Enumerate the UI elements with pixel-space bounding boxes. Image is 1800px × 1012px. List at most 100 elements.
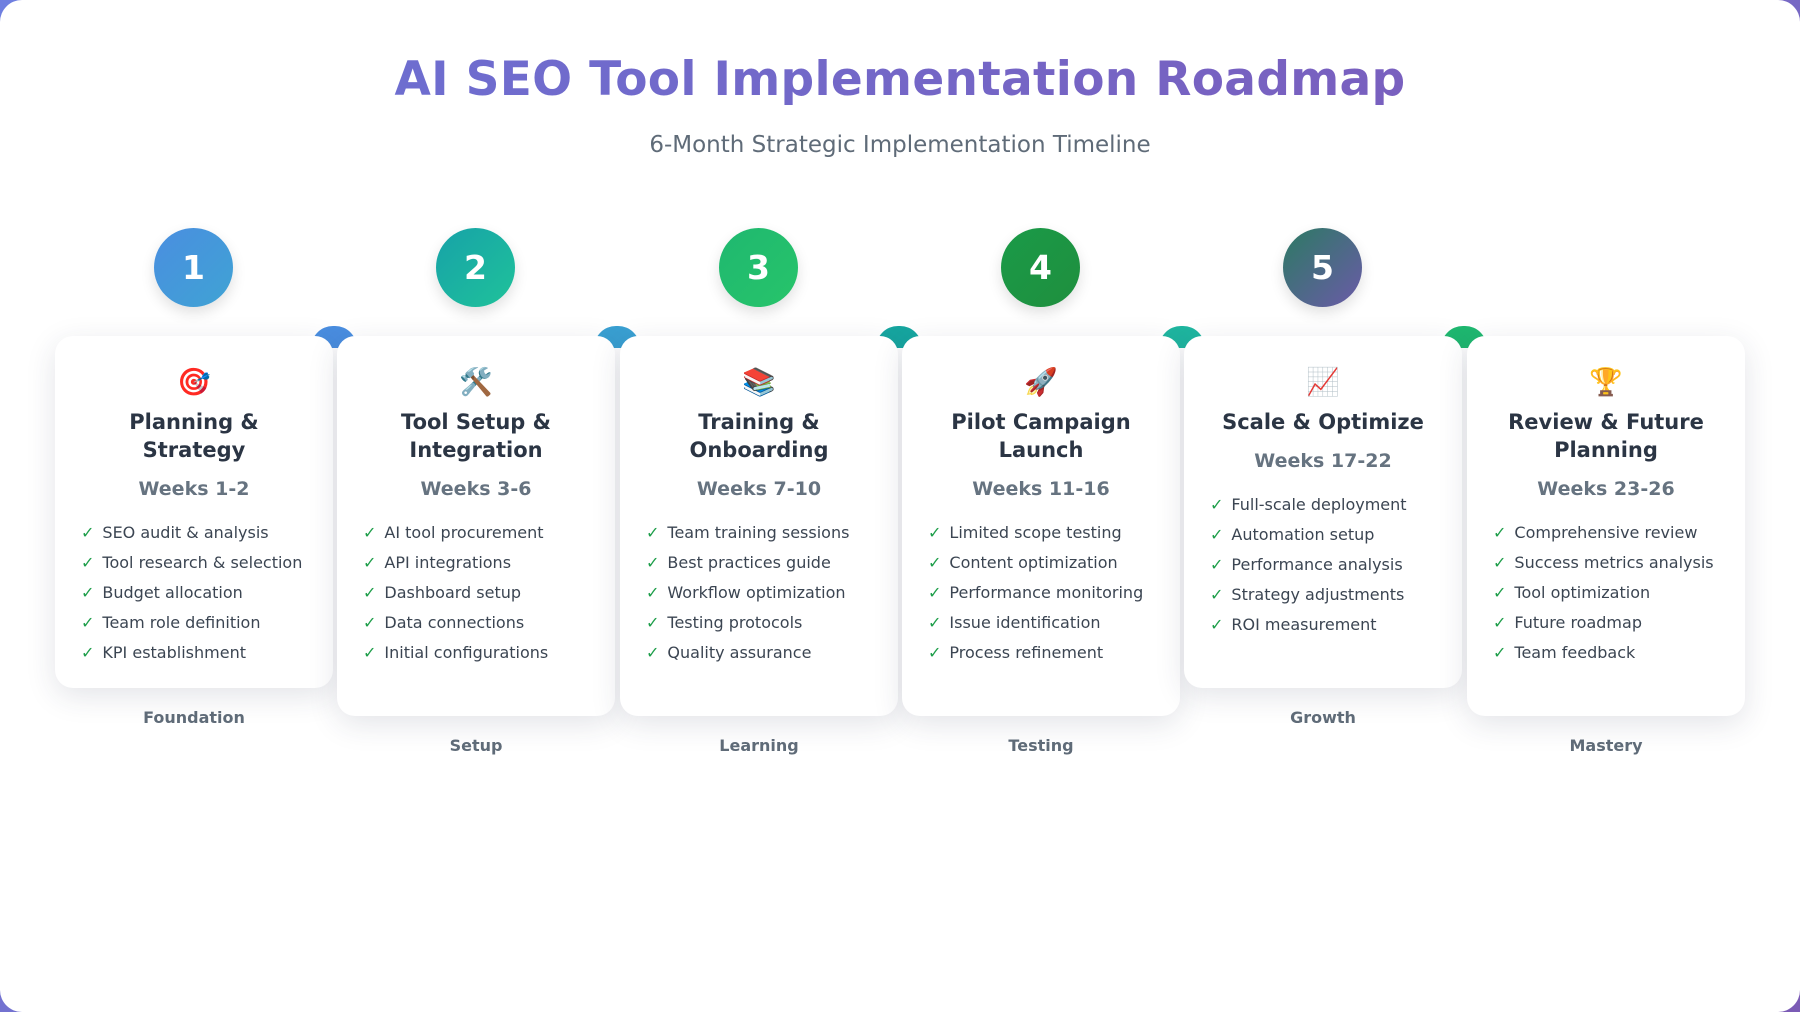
check-icon: ✓ xyxy=(81,643,95,662)
step-card-planning: 🎯 Planning & Strategy Weeks 1-2 ✓SEO aud… xyxy=(55,336,333,688)
step-title: Tool Setup & Integration xyxy=(401,410,551,462)
page-title: AI SEO Tool Implementation Roadmap xyxy=(0,52,1800,107)
step-weeks: Weeks 7-10 xyxy=(696,478,822,500)
check-icon: ✓ xyxy=(363,583,377,602)
task-item: ✓Dashboard setup xyxy=(363,583,522,602)
check-icon: ✓ xyxy=(1493,613,1507,632)
check-icon: ✓ xyxy=(928,643,942,662)
task-item: ✓Issue identification xyxy=(928,613,1101,632)
task-item: ✓SEO audit & analysis xyxy=(81,523,269,542)
milestone-circle: 5 xyxy=(1283,228,1362,307)
check-icon: ✓ xyxy=(1493,643,1507,662)
milestone-circle: 2 xyxy=(436,228,515,307)
task-item: ✓Team role definition xyxy=(81,613,261,632)
step-title: Scale & Optimize xyxy=(1222,410,1424,434)
check-icon: ✓ xyxy=(1493,583,1507,602)
phase-label: Learning xyxy=(719,736,799,755)
check-icon: ✓ xyxy=(363,643,377,662)
check-icon: ✓ xyxy=(928,613,942,632)
phase-label: Setup xyxy=(449,736,503,755)
task-item: ✓Strategy adjustments xyxy=(1210,585,1405,604)
check-icon: ✓ xyxy=(363,553,377,572)
check-icon: ✓ xyxy=(646,583,660,602)
task-item: ✓Content optimization xyxy=(928,553,1118,572)
check-icon: ✓ xyxy=(928,583,942,602)
phase-label: Testing xyxy=(1008,736,1074,755)
check-icon: ✓ xyxy=(1493,553,1507,572)
step-title: Planning & Strategy xyxy=(129,410,259,462)
check-icon: ✓ xyxy=(928,553,942,572)
phase-label: Foundation xyxy=(143,708,245,727)
check-icon: ✓ xyxy=(363,523,377,542)
step-card-pilot: 🚀 Pilot Campaign Launch Weeks 11-16 ✓Lim… xyxy=(902,336,1180,716)
milestone-circle: 4 xyxy=(1001,228,1080,307)
task-item: ✓Workflow optimization xyxy=(646,583,846,602)
check-icon: ✓ xyxy=(81,613,95,632)
step-card-training: 📚 Training & Onboarding Weeks 7-10 ✓Team… xyxy=(620,336,898,716)
step-weeks: Weeks 11-16 xyxy=(972,478,1110,500)
task-item: ✓Future roadmap xyxy=(1493,613,1642,632)
task-item: ✓Process refinement xyxy=(928,643,1104,662)
step-weeks: Weeks 3-6 xyxy=(420,478,532,500)
task-item: ✓Data connections xyxy=(363,613,525,632)
check-icon: ✓ xyxy=(1210,615,1224,634)
check-icon: ✓ xyxy=(1210,495,1224,514)
milestone-circle: 3 xyxy=(719,228,798,307)
rocket-icon: 🚀 xyxy=(1024,367,1058,398)
task-item: ✓KPI establishment xyxy=(81,643,246,662)
task-item: ✓Performance monitoring xyxy=(928,583,1144,602)
task-list: ✓Limited scope testing ✓Content optimiza… xyxy=(902,518,1180,668)
task-item: ✓AI tool procurement xyxy=(363,523,544,542)
check-icon: ✓ xyxy=(81,553,95,572)
step-title: Review & Future Planning xyxy=(1508,410,1704,462)
check-icon: ✓ xyxy=(363,613,377,632)
page-subtitle: 6-Month Strategic Implementation Timelin… xyxy=(649,132,1151,158)
task-item: ✓Full-scale deployment xyxy=(1210,495,1407,514)
check-icon: ✓ xyxy=(646,523,660,542)
task-item: ✓Quality assurance xyxy=(646,643,812,662)
task-item: ✓Comprehensive review xyxy=(1493,523,1698,542)
check-icon: ✓ xyxy=(81,583,95,602)
check-icon: ✓ xyxy=(81,523,95,542)
task-item: ✓Team training sessions xyxy=(646,523,850,542)
milestone-circle: 1 xyxy=(154,228,233,307)
task-item: ✓Budget allocation xyxy=(81,583,243,602)
check-icon: ✓ xyxy=(1210,525,1224,544)
task-item: ✓Limited scope testing xyxy=(928,523,1122,542)
check-icon: ✓ xyxy=(646,613,660,632)
task-item: ✓Automation setup xyxy=(1210,525,1375,544)
check-icon: ✓ xyxy=(1210,585,1224,604)
step-title: Training & Onboarding xyxy=(689,410,829,462)
phase-label: Growth xyxy=(1290,708,1356,727)
task-item: ✓API integrations xyxy=(363,553,512,572)
task-item: ✓Tool optimization xyxy=(1493,583,1651,602)
check-icon: ✓ xyxy=(646,553,660,572)
task-item: ✓Team feedback xyxy=(1493,643,1636,662)
tools-icon: 🛠️ xyxy=(459,367,493,398)
trophy-icon: 🏆 xyxy=(1589,367,1623,398)
task-item: ✓Initial configurations xyxy=(363,643,549,662)
step-card-scale: 📈 Scale & Optimize Weeks 17-22 ✓Full-sca… xyxy=(1184,336,1462,688)
task-item: ✓ROI measurement xyxy=(1210,615,1377,634)
check-icon: ✓ xyxy=(1210,555,1224,574)
step-card-review: 🏆 Review & Future Planning Weeks 23-26 ✓… xyxy=(1467,336,1745,716)
phase-label: Mastery xyxy=(1569,736,1643,755)
books-icon: 📚 xyxy=(742,367,776,398)
check-icon: ✓ xyxy=(928,523,942,542)
task-list: ✓Full-scale deployment ✓Automation setup… xyxy=(1184,490,1462,640)
task-list: ✓Comprehensive review ✓Success metrics a… xyxy=(1467,518,1745,668)
task-list: ✓SEO audit & analysis ✓Tool research & s… xyxy=(55,518,333,668)
task-item: ✓Tool research & selection xyxy=(81,553,303,572)
check-icon: ✓ xyxy=(1493,523,1507,542)
step-weeks: Weeks 1-2 xyxy=(138,478,250,500)
task-item: ✓Success metrics analysis xyxy=(1493,553,1714,572)
step-title: Pilot Campaign Launch xyxy=(951,410,1131,462)
check-icon: ✓ xyxy=(646,643,660,662)
chart-up-icon: 📈 xyxy=(1306,367,1340,398)
step-weeks: Weeks 23-26 xyxy=(1537,478,1675,500)
task-item: ✓Performance analysis xyxy=(1210,555,1403,574)
task-list: ✓Team training sessions ✓Best practices … xyxy=(620,518,898,668)
task-list: ✓AI tool procurement ✓API integrations ✓… xyxy=(337,518,615,668)
task-item: ✓Best practices guide xyxy=(646,553,831,572)
